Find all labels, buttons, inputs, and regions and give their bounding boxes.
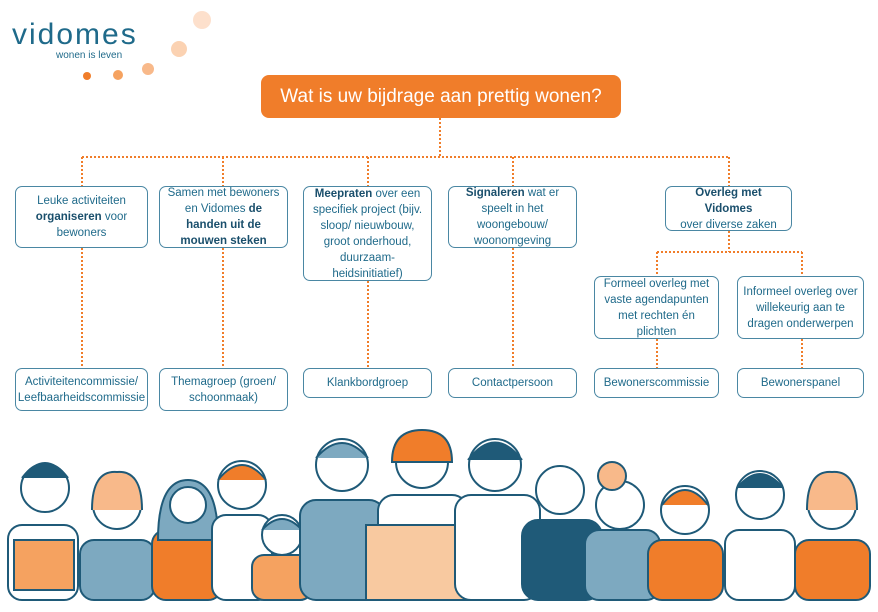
box-informeel-overleg: Informeel overleg over willekeurig aan t… [737, 276, 864, 339]
box-klankbordgroep: Klankbordgroep [303, 368, 432, 398]
person-11 [647, 485, 724, 601]
person-7-builder [365, 428, 472, 601]
logo-dots [83, 11, 211, 80]
box-meepraten: Meepraten over een specifiek project (bi… [303, 186, 432, 281]
box-organiseren: Leuke activiteiten organiseren voor bewo… [15, 186, 148, 248]
box-signaleren: Signaleren wat er speelt in het woongebo… [448, 186, 577, 248]
person-12 [724, 470, 796, 601]
person-3 [151, 478, 223, 601]
box-overleg: Overleg met Vidomes over diverse zaken [665, 186, 792, 231]
person-13 [794, 470, 871, 601]
box-bewonerspanel: Bewonerspanel [737, 368, 864, 398]
person-8 [454, 438, 541, 601]
box-bewonerscommissie: Bewonerscommissie [594, 368, 719, 398]
box-handen-uit-de-mouwen: Samen met bewoners en Vidomes de handen … [159, 186, 288, 248]
box-activiteitencommissie: Activiteitencommissie/ Leefbaarheidscomm… [15, 368, 148, 411]
person-5 [251, 514, 313, 601]
main-question-title: Wat is uw bijdrage aan prettig wonen? [261, 75, 621, 118]
box-contactpersoon: Contactpersoon [448, 368, 577, 398]
person-1 [7, 462, 79, 601]
box-themagroep: Themagroep (groen/ schoonmaak) [159, 368, 288, 411]
person-10 [584, 461, 661, 601]
vidomes-logo: vidomes wonen is leven [12, 18, 138, 62]
box-formeel-overleg: Formeel overleg met vaste agendapunten m… [594, 276, 719, 339]
person-9 [521, 465, 603, 601]
person-2 [79, 470, 156, 601]
